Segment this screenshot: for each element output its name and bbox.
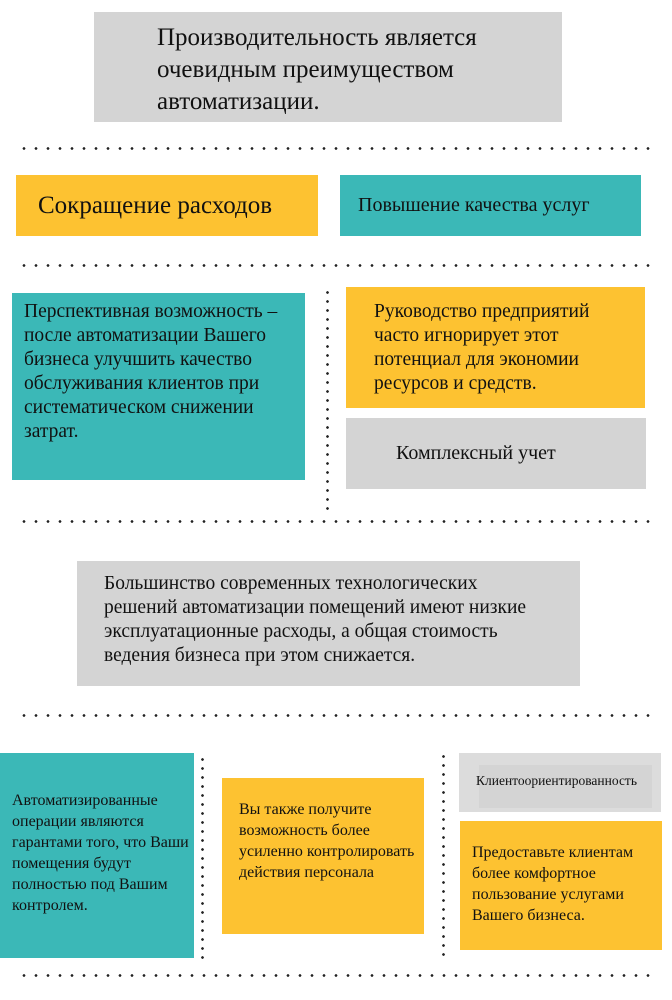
cost-reduction-text: Сокращение расходов	[38, 192, 273, 219]
title-text: Производительность является очевидным пр…	[157, 24, 477, 115]
opportunity-box: Перспективная возможность – после автома…	[12, 293, 305, 480]
vertical-divider	[442, 752, 445, 960]
cost-reduction-box: Сокращение расходов	[16, 175, 318, 236]
staff-control-text: Вы также получите возможность более усил…	[239, 801, 415, 881]
quality-text: Повышение качества услуг	[358, 194, 590, 216]
divider	[18, 264, 650, 267]
vertical-divider	[326, 288, 329, 514]
automated-ops-box: Автоматизированные операции являются гар…	[0, 753, 194, 958]
quality-box: Повышение качества услуг	[340, 175, 641, 236]
divider	[18, 974, 650, 977]
client-comfort-text: Предоставьте клиентам более комфортное п…	[472, 844, 634, 924]
client-orientation-box: Клиентоориентированность	[459, 753, 661, 812]
client-orientation-text: Клиентоориентированность	[476, 773, 637, 788]
title-box: Производительность является очевидным пр…	[94, 12, 562, 122]
divider	[18, 520, 650, 523]
modern-solutions-text: Большинство современных технологических …	[104, 573, 527, 666]
modern-solutions-box: Большинство современных технологических …	[77, 561, 580, 686]
divider	[18, 714, 650, 717]
management-box: Руководство предприятий часто игнорирует…	[346, 287, 645, 408]
automated-ops-text: Автоматизированные операции являются гар…	[12, 792, 189, 914]
client-orientation-inner	[479, 765, 652, 808]
opportunity-text: Перспективная возможность – после автома…	[24, 301, 278, 442]
complex-accounting-text: Комплексный учет	[396, 442, 556, 464]
complex-accounting-box: Комплексный учет	[346, 418, 646, 489]
vertical-divider	[201, 755, 204, 960]
client-comfort-box: Предоставьте клиентам более комфортное п…	[460, 821, 662, 950]
management-text: Руководство предприятий часто игнорирует…	[374, 301, 590, 394]
divider	[18, 147, 650, 150]
staff-control-box: Вы также получите возможность более усил…	[222, 778, 424, 934]
